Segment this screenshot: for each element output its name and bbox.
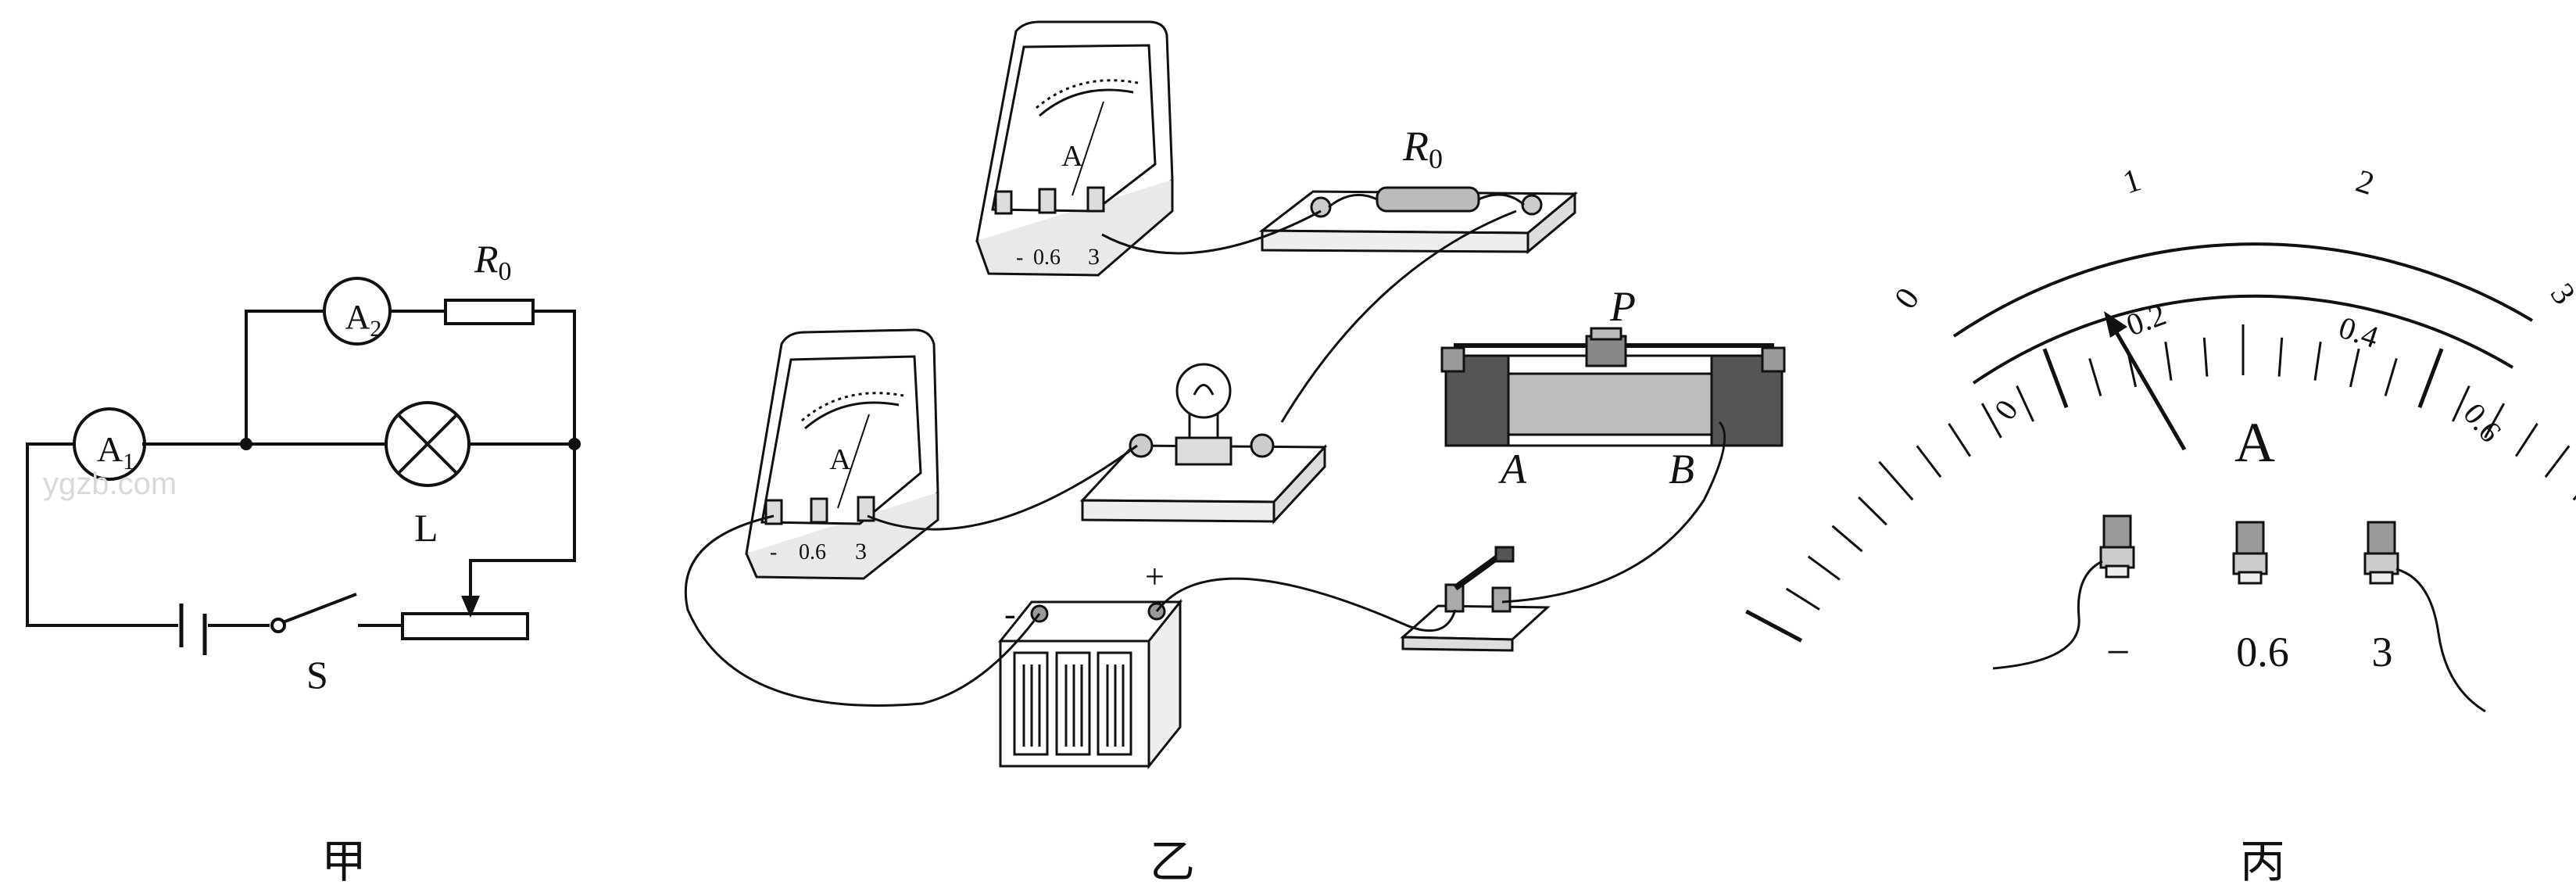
wire-to-negative-terminal <box>1992 560 2103 670</box>
meter-terminals <box>1992 514 2486 713</box>
junction-right <box>568 438 581 450</box>
battery <box>997 598 1183 770</box>
terminal-negative <box>2099 514 2135 579</box>
rheostat-end-b-label: B <box>1669 446 1694 493</box>
ammeter-top <box>975 20 1174 277</box>
wire-left-loop <box>26 442 178 627</box>
watermark-text: ygzb.com <box>43 467 177 501</box>
inner-scale-0.4: 0.4 <box>2334 310 2382 355</box>
ammeter-top-letter: A <box>1061 140 1083 173</box>
battery-minus-label: - <box>1004 595 1016 633</box>
meter-pointer <box>2112 327 2187 451</box>
dial-tick <box>1745 609 1803 643</box>
circuit-diagram-jia <box>26 277 576 655</box>
outer-scale-0: 0 <box>1888 281 1927 316</box>
ammeter-a1-label: A1 <box>97 429 134 475</box>
dial-tick <box>2164 341 2173 381</box>
wire-upper-left <box>245 310 324 444</box>
ammeter-a2-symbol <box>323 277 392 346</box>
ammeter-a1-symbol <box>73 407 146 481</box>
dial-tick <box>1948 422 1972 457</box>
dial-tick <box>2514 422 2538 457</box>
dial-tick <box>1878 460 1914 501</box>
rheostat-end-a-label: A <box>1498 446 1527 493</box>
dial-tick <box>1807 555 1841 581</box>
ammeter-bottom-letter: A <box>829 443 851 476</box>
switch-pivot <box>270 618 286 633</box>
terminal-3 <box>2363 521 2399 585</box>
yi-resistor-r0-label: R0 <box>1402 123 1443 174</box>
resistor-r0-symbol <box>444 299 535 325</box>
dial-tick <box>2016 385 2034 422</box>
resistor-r0-board <box>1258 186 1579 255</box>
ammeter-bottom <box>745 328 939 580</box>
wire-upper-right <box>533 310 576 444</box>
dial-tick <box>1980 403 2002 439</box>
rheostat <box>1440 327 1786 447</box>
dial-tick <box>2384 358 2398 396</box>
inner-scale-0.6: 0.6 <box>2456 396 2509 449</box>
resistor-r0-label: R0 <box>474 237 512 286</box>
switch-label: S <box>306 653 328 697</box>
wire-to-3-terminal <box>2395 568 2486 713</box>
ammeter-top-terminal-06: 0.6 <box>1033 245 1061 270</box>
dial-tick <box>1831 525 1863 553</box>
rheostat-slider-p-label: P <box>1609 283 1636 330</box>
terminal-negative-label: − <box>2106 629 2130 675</box>
caption-bing: 丙 <box>2240 835 2285 888</box>
outer-scale-2: 2 <box>2352 163 2378 202</box>
outer-scale-3: 3 <box>2543 277 2576 311</box>
dial-tick <box>2484 403 2506 439</box>
dial-tick <box>2277 337 2284 377</box>
dial-tick <box>2349 348 2360 388</box>
caption-jia: 甲 <box>321 835 367 888</box>
meter-unit-label: A <box>2234 411 2275 474</box>
dial-tick <box>2088 358 2102 396</box>
dial-tick <box>2042 348 2069 409</box>
dial-outer-arc <box>1952 242 2534 338</box>
battery-plus-label: + <box>1145 557 1165 596</box>
terminal-0.6-label: 0.6 <box>2236 629 2289 675</box>
meter-pointer-head <box>2104 311 2127 338</box>
dial-tick <box>2313 341 2322 381</box>
ammeter-bottom-terminal-3: 3 <box>855 539 867 564</box>
dial-tick <box>2452 385 2470 422</box>
junction-left <box>240 438 252 450</box>
dial-tick <box>1858 496 1887 526</box>
ammeter-a2-label: A2 <box>345 298 382 342</box>
ammeter-top-terminal-neg: - <box>1016 245 1023 270</box>
ammeter-bottom-terminal-neg: - <box>770 540 777 564</box>
dial-tick <box>2202 337 2209 377</box>
terminal-3-label: 3 <box>2372 629 2393 675</box>
meter-dial-bing <box>1745 242 2576 643</box>
knife-switch <box>1400 546 1551 652</box>
caption-yi: 乙 <box>1150 835 1195 888</box>
dial-tick <box>2417 348 2444 409</box>
lamp-cross-2 <box>397 414 458 475</box>
junction-dots <box>240 438 581 450</box>
dial-inner-arc <box>1972 294 2514 385</box>
lamp-label: L <box>414 506 438 550</box>
terminal-0.6 <box>2232 521 2268 585</box>
apparatus-diagram-yi <box>684 20 1786 770</box>
rheostat-symbol <box>401 612 529 640</box>
ammeter-top-terminal-3: 3 <box>1088 244 1100 270</box>
dial-tick <box>1916 445 1942 478</box>
lamp-board <box>1079 363 1328 525</box>
dial-tick <box>1785 587 1820 611</box>
dial-tick <box>2544 445 2571 478</box>
switch-blade <box>282 593 357 624</box>
connecting-wires <box>684 210 1726 707</box>
dial-ticks <box>1745 324 2576 643</box>
lamp-symbol <box>385 401 470 487</box>
outer-scale-1: 1 <box>2119 162 2145 201</box>
ammeter-bottom-terminal-06: 0.6 <box>799 540 826 564</box>
wire-to-slider <box>469 444 576 602</box>
slider-arrow-head <box>461 596 480 618</box>
